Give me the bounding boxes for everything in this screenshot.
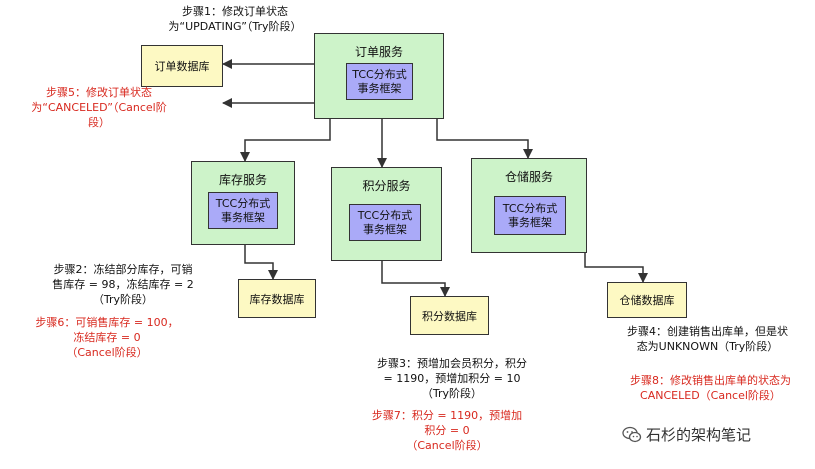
warehouse-service-box: 仓储服务 TCC分布式 事务框架 xyxy=(471,158,587,253)
order-tcc-label: TCC分布式 事务框架 xyxy=(352,67,407,95)
wechat-icon xyxy=(622,426,642,442)
warehouse-tcc-label: TCC分布式 事务框架 xyxy=(502,201,558,229)
order-service-title: 订单服务 xyxy=(354,45,403,59)
step7-note: 步骤7：积分 = 1190，预增加 积分 = 0 （Cancel阶段） xyxy=(371,409,523,452)
order-tcc-framework: TCC分布式 事务框架 xyxy=(346,63,413,100)
points-service-box: 积分服务 TCC分布式 事务框架 xyxy=(331,167,442,261)
step6-note: 步骤6：可销售库存 = 100， 冻结库存 = 0 （Cancel阶段） xyxy=(35,316,179,359)
inventory-db-label: 库存数据库 xyxy=(249,292,305,306)
arrow-inventory-to-db xyxy=(244,245,278,280)
step2-note: 步骤2：冻结部分库存，可销 售库存 = 98，冻结库存 = 2 （Try阶段） xyxy=(52,263,194,306)
step4-note: 步骤4：创建销售出库单，但是状 态为UNKNOWN（Try阶段） xyxy=(627,325,788,353)
points-db-label: 积分数据库 xyxy=(422,309,477,323)
inventory-service-box: 库存服务 TCC分布式 事务框架 xyxy=(191,161,295,245)
step8-note: 步骤8：修改销售出库单的状态为 CANCELED（Cancel阶段） xyxy=(630,374,791,402)
arrow-order-to-inventory xyxy=(240,119,331,162)
warehouse-tcc-framework: TCC分布式 事务框架 xyxy=(494,196,566,235)
points-tcc-label: TCC分布式 事务框架 xyxy=(357,208,413,236)
inventory-tcc-framework: TCC分布式 事务框架 xyxy=(208,192,278,229)
points-service-title: 积分服务 xyxy=(362,179,411,193)
points-db: 积分数据库 xyxy=(410,296,489,335)
arrow-order-to-warehouse xyxy=(436,119,533,159)
order-db-label: 订单数据库 xyxy=(154,60,210,73)
warehouse-service-title: 仓储服务 xyxy=(504,170,553,184)
inventory-service-title: 库存服务 xyxy=(218,173,267,187)
step3-note: 步骤3：预增加会员积分，积分 = 1190，预增加积分 = 10 （Try阶段） xyxy=(377,357,527,400)
step1-note: 步骤1：修改订单状态 为“UPDATING”（Try阶段） xyxy=(168,5,302,33)
inventory-db: 库存数据库 xyxy=(238,279,316,318)
step5-note: 步骤5：修改订单状态 为“CANCELED”（Cancel阶 段） xyxy=(31,86,167,129)
arrow-warehouse-to-db xyxy=(584,253,648,283)
watermark: 石杉的架构笔记 xyxy=(622,424,751,445)
order-service-box: 订单服务 TCC分布式 事务框架 xyxy=(314,33,444,119)
order-db: 订单数据库 xyxy=(141,45,223,87)
points-tcc-framework: TCC分布式 事务框架 xyxy=(349,204,421,241)
watermark-text: 石杉的架构笔记 xyxy=(646,426,752,444)
inventory-tcc-label: TCC分布式 事务框架 xyxy=(215,196,271,224)
arrow-points-to-db xyxy=(381,261,450,297)
warehouse-db-label: 仓储数据库 xyxy=(619,294,675,307)
warehouse-db: 仓储数据库 xyxy=(607,282,687,318)
